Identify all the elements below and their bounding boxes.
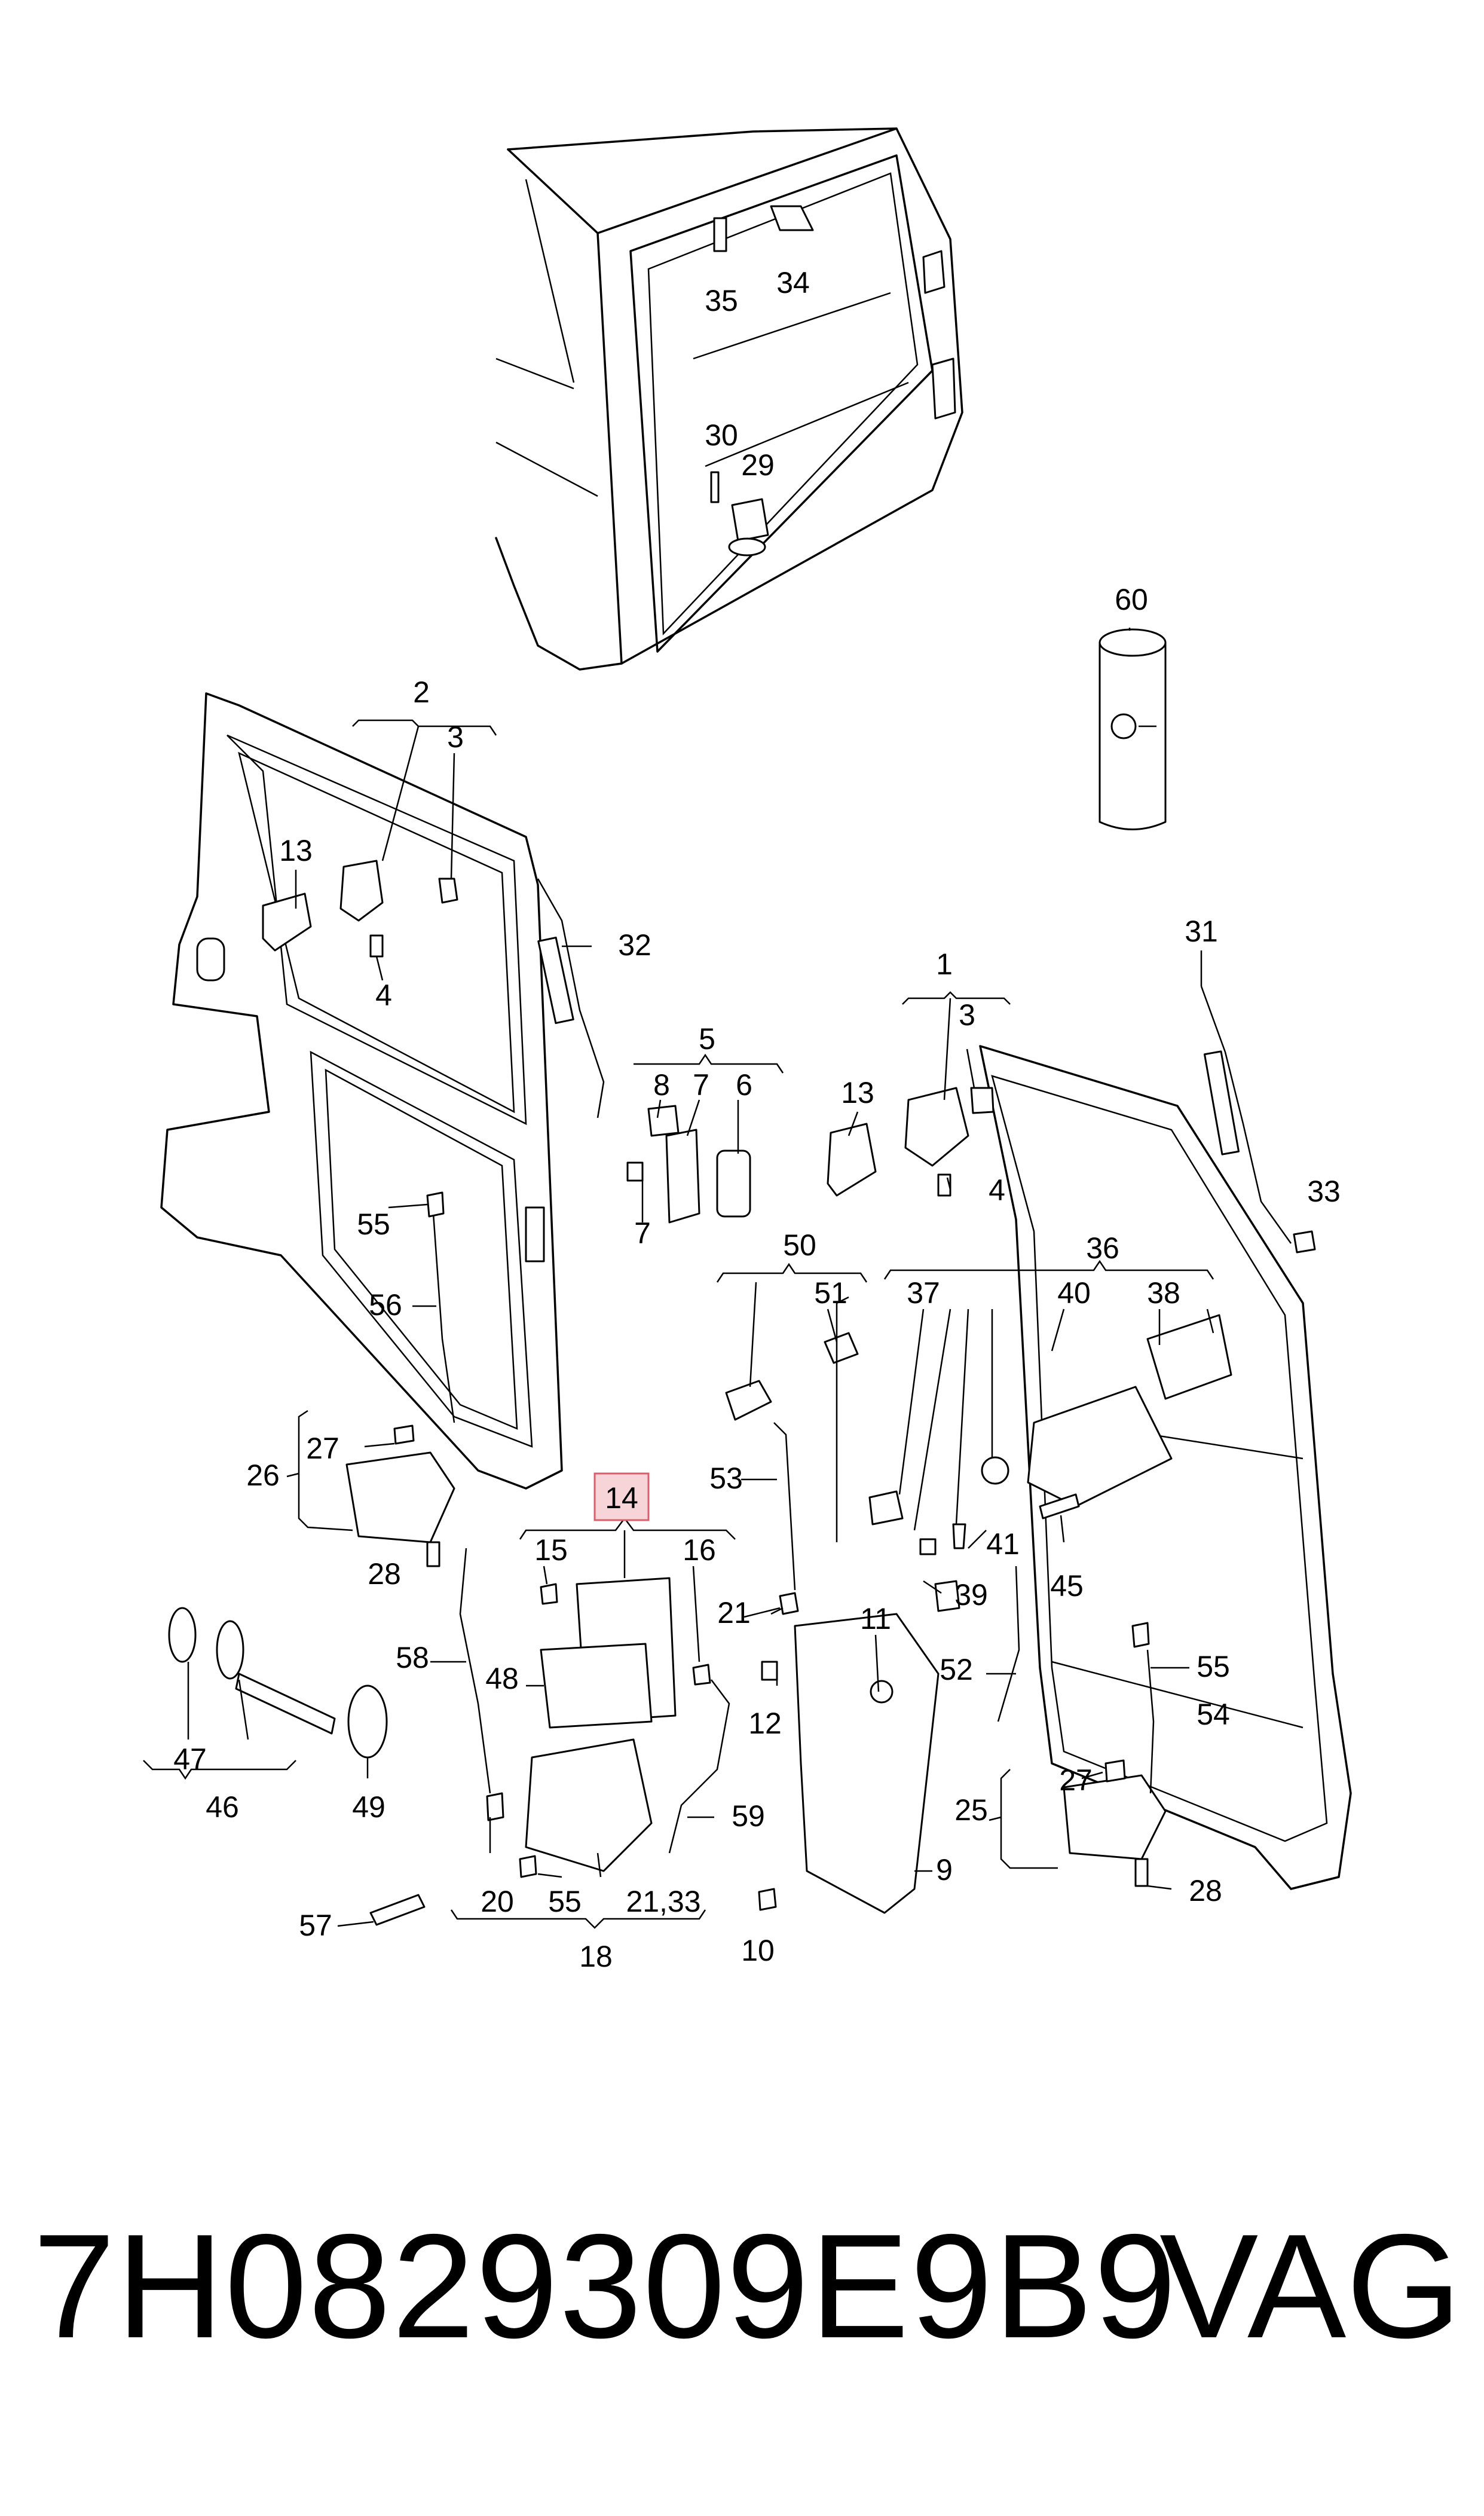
callout-31: 31: [1185, 915, 1218, 948]
brand-text: VAG: [1159, 2203, 1462, 2369]
left-door-panel: [160, 692, 563, 1490]
callout-59: 59: [732, 1799, 765, 1833]
callout-12: 12: [748, 1707, 782, 1740]
callout-20: 20: [481, 1885, 514, 1918]
callout-27: 27: [306, 1432, 339, 1465]
callout-32: 32: [618, 928, 651, 962]
spray-can: [1099, 628, 1167, 830]
exploded-parts-diagram: 1 2 3 3 4 4 5 6 7 7 8 9 10 11 12 13 13 1…: [143, 127, 1352, 1973]
callout-34: 34: [776, 266, 810, 299]
callout-15: 15: [534, 1533, 568, 1567]
callout-10: 10: [741, 1934, 775, 1967]
callout-21-33: 21,33: [626, 1885, 700, 1918]
callout-13: 13: [841, 1076, 874, 1109]
callout-56: 56: [369, 1288, 402, 1322]
callout-26: 26: [246, 1459, 280, 1492]
callout-39: 39: [954, 1578, 988, 1612]
callout-53: 53: [709, 1462, 743, 1495]
part-number-text: 7H0829309E9B9: [33, 2203, 1178, 2369]
callout-8: 8: [653, 1068, 670, 1102]
van-rear-body: [495, 127, 963, 671]
callout-60: 60: [1115, 583, 1148, 616]
callout-2: 2: [413, 675, 430, 709]
callout-54: 54: [1197, 1698, 1230, 1731]
components: [168, 860, 1316, 1926]
callout-16: 16: [683, 1533, 716, 1567]
callout-50: 50: [783, 1228, 816, 1262]
callout-37: 37: [907, 1276, 940, 1310]
callout-47: 47: [173, 1742, 207, 1776]
callout-30: 30: [705, 418, 738, 452]
callout-9: 9: [936, 1853, 953, 1887]
callout-7: 7: [634, 1216, 651, 1250]
callout-21: 21: [717, 1596, 751, 1630]
callout-52: 52: [940, 1653, 973, 1686]
callout-25: 25: [954, 1793, 988, 1827]
callout-18: 18: [579, 1940, 613, 1973]
callout-13: 13: [279, 834, 313, 867]
callout-38: 38: [1147, 1276, 1180, 1310]
callout-55: 55: [1197, 1650, 1230, 1683]
leader-lines: [143, 628, 1214, 1929]
callout-28: 28: [1189, 1874, 1222, 1907]
callout-55: 55: [357, 1207, 390, 1241]
callout-29: 29: [741, 448, 775, 482]
callout-27: 27: [1059, 1763, 1093, 1797]
callout-6: 6: [736, 1068, 752, 1102]
callout-58: 58: [396, 1641, 429, 1674]
callout-46: 46: [206, 1790, 239, 1824]
callout-57: 57: [299, 1909, 332, 1942]
callout-41: 41: [986, 1527, 1020, 1561]
callout-3: 3: [447, 720, 464, 754]
highlight-box-14: [593, 1472, 650, 1521]
callout-5: 5: [699, 1022, 715, 1056]
callout-4: 4: [375, 979, 392, 1012]
callout-48: 48: [485, 1662, 519, 1695]
callout-28: 28: [368, 1557, 401, 1591]
callout-33: 33: [1307, 1175, 1341, 1208]
callout-51: 51: [814, 1276, 847, 1310]
callout-7: 7: [693, 1068, 709, 1102]
callout-14: 14: [605, 1481, 638, 1515]
callout-55: 55: [548, 1885, 582, 1918]
callout-36: 36: [1086, 1231, 1119, 1265]
callout-1: 1: [936, 947, 953, 981]
callout-35: 35: [705, 284, 738, 317]
callout-49: 49: [352, 1790, 385, 1824]
callout-11: 11: [860, 1602, 891, 1635]
callout-40: 40: [1057, 1276, 1091, 1310]
callout-4: 4: [989, 1173, 1005, 1207]
callout-45: 45: [1050, 1569, 1084, 1603]
callout-labels: 1 2 3 3 4 4 5 6 7 7 8 9 10 11 12 13 13 1…: [173, 266, 1341, 1973]
callout-3: 3: [959, 998, 975, 1032]
